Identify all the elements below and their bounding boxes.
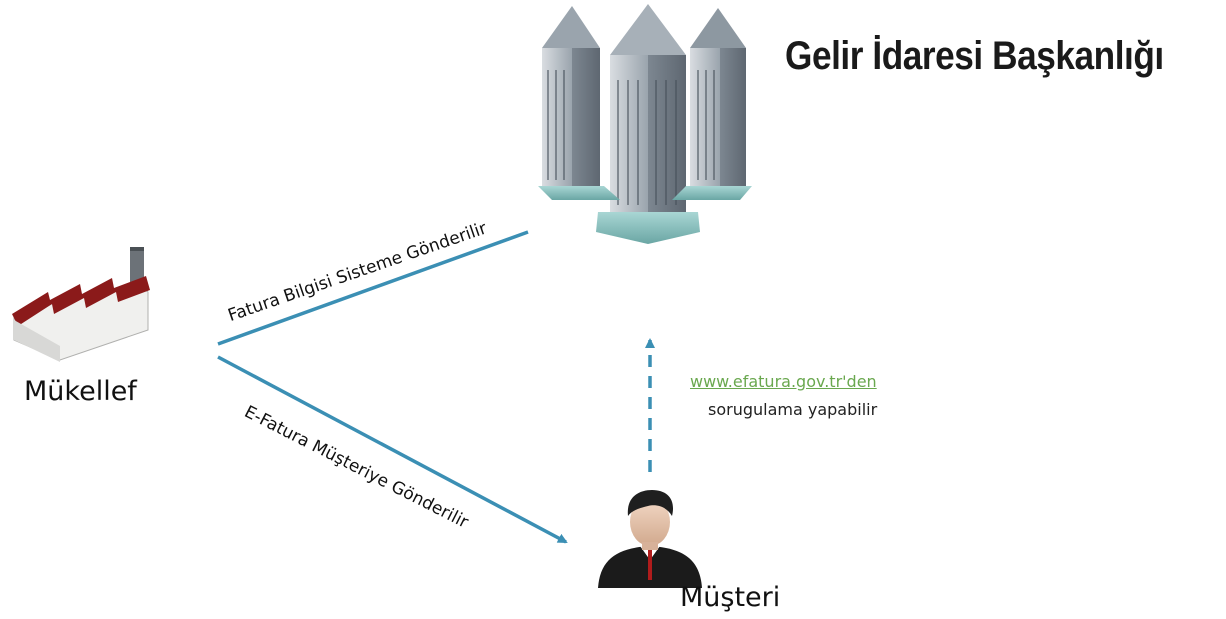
efatura-link[interactable]: www.efatura.gov.tr'den <box>690 372 877 391</box>
query-note: sorugulama yapabilir <box>708 400 878 419</box>
authority-title: Gelir İdaresi Başkanlığı <box>785 34 1164 78</box>
customer-label: Müşteri <box>680 582 781 613</box>
factory-icon <box>12 247 150 362</box>
arrow-to-customer <box>217 355 568 544</box>
office-buildings-icon <box>538 4 752 244</box>
person-icon <box>598 490 702 588</box>
arrow-to-system <box>217 230 529 346</box>
taxpayer-label: Mükellef <box>24 376 137 407</box>
